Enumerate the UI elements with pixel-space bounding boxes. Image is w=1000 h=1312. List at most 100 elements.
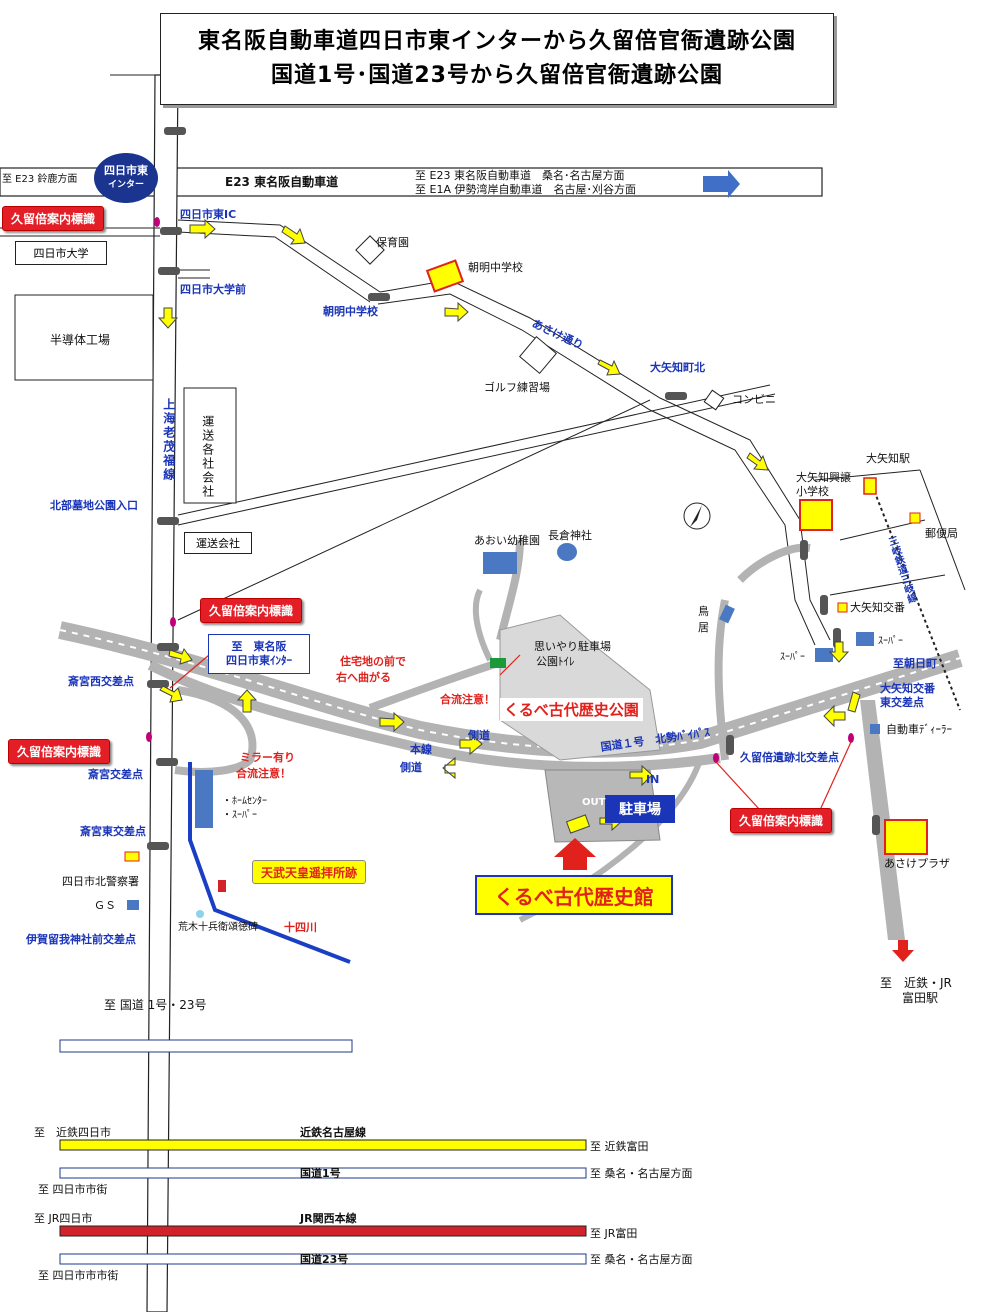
- torii: [719, 604, 735, 624]
- route1-line: [59, 1167, 587, 1179]
- home-center-building: [195, 770, 213, 828]
- callout-line: [715, 761, 761, 811]
- label-side-road-2: 側道: [400, 761, 422, 774]
- oyachi-station: [863, 477, 877, 495]
- tenmu-site-box: 天武天皇遥拝所跡: [252, 860, 366, 884]
- omoiyari-parking-label: 思いやり駐車場: [534, 640, 611, 653]
- super1-label: ｽｰﾊﾟｰ: [780, 652, 805, 663]
- asake-plaza-building: [884, 819, 928, 855]
- omoiyari-parking: [490, 658, 506, 668]
- kintetsu-name-label: 近鉄名古屋線: [300, 1126, 366, 1139]
- post-office: [909, 512, 921, 524]
- label-main-line: 本線: [410, 743, 432, 756]
- transport-cos-building: [183, 387, 237, 504]
- mirror-note-2: 合流注意！: [236, 767, 291, 780]
- title-box: 東名阪自動車道四日市東インターから久留倍官衙遺跡公園 国道1号･国道23号から久…: [160, 13, 834, 105]
- ramp-road: [737, 543, 811, 583]
- diagonal-road: [177, 393, 776, 526]
- car-dealer-label: 自動車ﾃﾞｨｰﾗｰ: [886, 723, 952, 736]
- koban-label: 大矢知交番: [850, 601, 905, 614]
- ic-label-1: 四日市東: [104, 164, 148, 177]
- label-to-tomida-2: 富田駅: [902, 991, 939, 1005]
- route1-name-label: 国道1号: [300, 1167, 341, 1180]
- museum-building: [565, 814, 591, 834]
- to-tomei-line-1: 至 東名阪: [231, 640, 287, 653]
- route23-line: [59, 1253, 587, 1265]
- oyachi-station-label: 大矢知駅: [866, 452, 910, 465]
- super1-building: [815, 648, 833, 662]
- station-road: [919, 469, 966, 591]
- semiconductor-building: [14, 294, 154, 381]
- station-road: [829, 574, 946, 596]
- asake-jhs-building: [425, 259, 465, 293]
- expressway-west-dest: 至 E23 鈴鹿方面: [2, 174, 78, 185]
- title-line-1: 東名阪自動車道四日市東インターから久留倍官衙遺跡公園: [197, 29, 796, 54]
- park-area: [499, 614, 661, 761]
- parking-box: 駐車場: [605, 795, 675, 823]
- label-igaru: 伊賀留我神社前交差点: [26, 933, 136, 946]
- convenience-label: コンビニ: [732, 393, 776, 406]
- to-tomei-line-2: 四日市東ｲﾝﾀｰ: [226, 654, 292, 667]
- expressway-name: E23 東名阪自動車道: [225, 175, 339, 189]
- shrine-road: [496, 539, 524, 641]
- turn-right-note-2: 右へ曲がる: [336, 671, 391, 684]
- golf-building: [518, 335, 558, 375]
- asake-dori-road: [377, 293, 816, 646]
- gas-station: [127, 900, 139, 910]
- nagakura-shrine-label: 長倉神社: [548, 529, 592, 542]
- label-jushi-river: 十四川: [284, 921, 317, 934]
- parking-in-label: IN: [646, 773, 660, 786]
- turn-right-note-1: 住宅地の前で: [340, 655, 406, 668]
- callout-line: [169, 649, 216, 689]
- super2-label: ｽｰﾊﾟｰ: [878, 636, 903, 647]
- tomida-road: [860, 700, 905, 940]
- title-line-2: 国道1号･国道23号から久留倍官衙遺跡公園: [271, 63, 723, 88]
- super2-building: [856, 632, 874, 646]
- diagonal-road: [177, 384, 771, 516]
- bottom-road-top: [59, 1039, 353, 1053]
- ic-label-2: インター: [107, 180, 144, 190]
- super3-label: ・ｽｰﾊﾟｰ: [222, 810, 257, 821]
- asake-jhs-label: 朝明中学校: [468, 261, 523, 274]
- home-center-label: ・ﾎｰﾑｾﾝﾀｰ: [222, 796, 267, 807]
- label-yokkaichi-east-ic: 四日市東IC: [180, 208, 237, 221]
- jr-line: [59, 1225, 587, 1237]
- police-station-label: 四日市北警察署: [62, 875, 139, 888]
- kintetsu-left-label: 至 近鉄四日市: [34, 1126, 111, 1139]
- yokkaichi-univ-box: 四日市大学: [15, 241, 107, 265]
- label-kurube-north: 久留倍遺跡北交差点: [740, 751, 839, 764]
- expressway-east-dest-1: 至 E23 東名阪自動車道 桑名･名古屋方面: [415, 169, 625, 182]
- aoi-kinder-building: [483, 552, 517, 574]
- kinder-road: [472, 588, 493, 662]
- label-univ-mae: 四日市大学前: [180, 283, 246, 296]
- river-jushigawa: [188, 762, 351, 964]
- nursery-label: 保育園: [376, 236, 409, 249]
- label-asake-jhs-int: 朝明中学校: [323, 305, 378, 318]
- kintetsu-right-label: 至 近鉄富田: [590, 1140, 649, 1153]
- kintetsu-line: [59, 1139, 587, 1151]
- golf-label: ゴルフ練習場: [484, 381, 550, 394]
- label-saigu-higashi: 斎宮東交差点: [80, 825, 146, 838]
- callout-line: [819, 741, 852, 811]
- monument-marker: [196, 910, 204, 918]
- nursery-building: [355, 235, 385, 265]
- museum-box: くるべ古代歴史館: [475, 875, 673, 915]
- label-saigu-nishi: 斎宮西交差点: [68, 675, 134, 688]
- route23-right-label: 至 桑名・名古屋方面: [590, 1253, 693, 1266]
- label-to-tomida-1: 至 近鉄・JR: [880, 976, 952, 990]
- asake-plaza-label: あさけプラザ: [884, 857, 950, 870]
- tenmu-marker: [218, 880, 226, 892]
- nagakura-shrine: [557, 543, 577, 561]
- route23-left-label: 至 四日市市市街: [38, 1269, 119, 1282]
- guide-sign-tag-2: 久留倍案内標識: [200, 598, 303, 623]
- label-to-route-1-23: 至 国道 1号・23号: [104, 998, 207, 1012]
- torii-label-1: 鳥: [698, 605, 709, 618]
- label-oyachi-koban-east-2: 東交差点: [880, 696, 924, 709]
- toilet-label: 公園ﾄｲﾚ: [536, 655, 575, 668]
- museum-arrow-icon: [554, 838, 596, 870]
- guide-sign-marker-icon: [146, 217, 854, 763]
- transport-co-box: 運送会社: [184, 532, 252, 554]
- oyachi-school-label-2: 小学校: [796, 485, 829, 498]
- to-tomei-box: 至 東名阪 四日市東ｲﾝﾀｰ: [208, 634, 310, 674]
- park-label: くるべ古代歴史公園: [500, 698, 643, 721]
